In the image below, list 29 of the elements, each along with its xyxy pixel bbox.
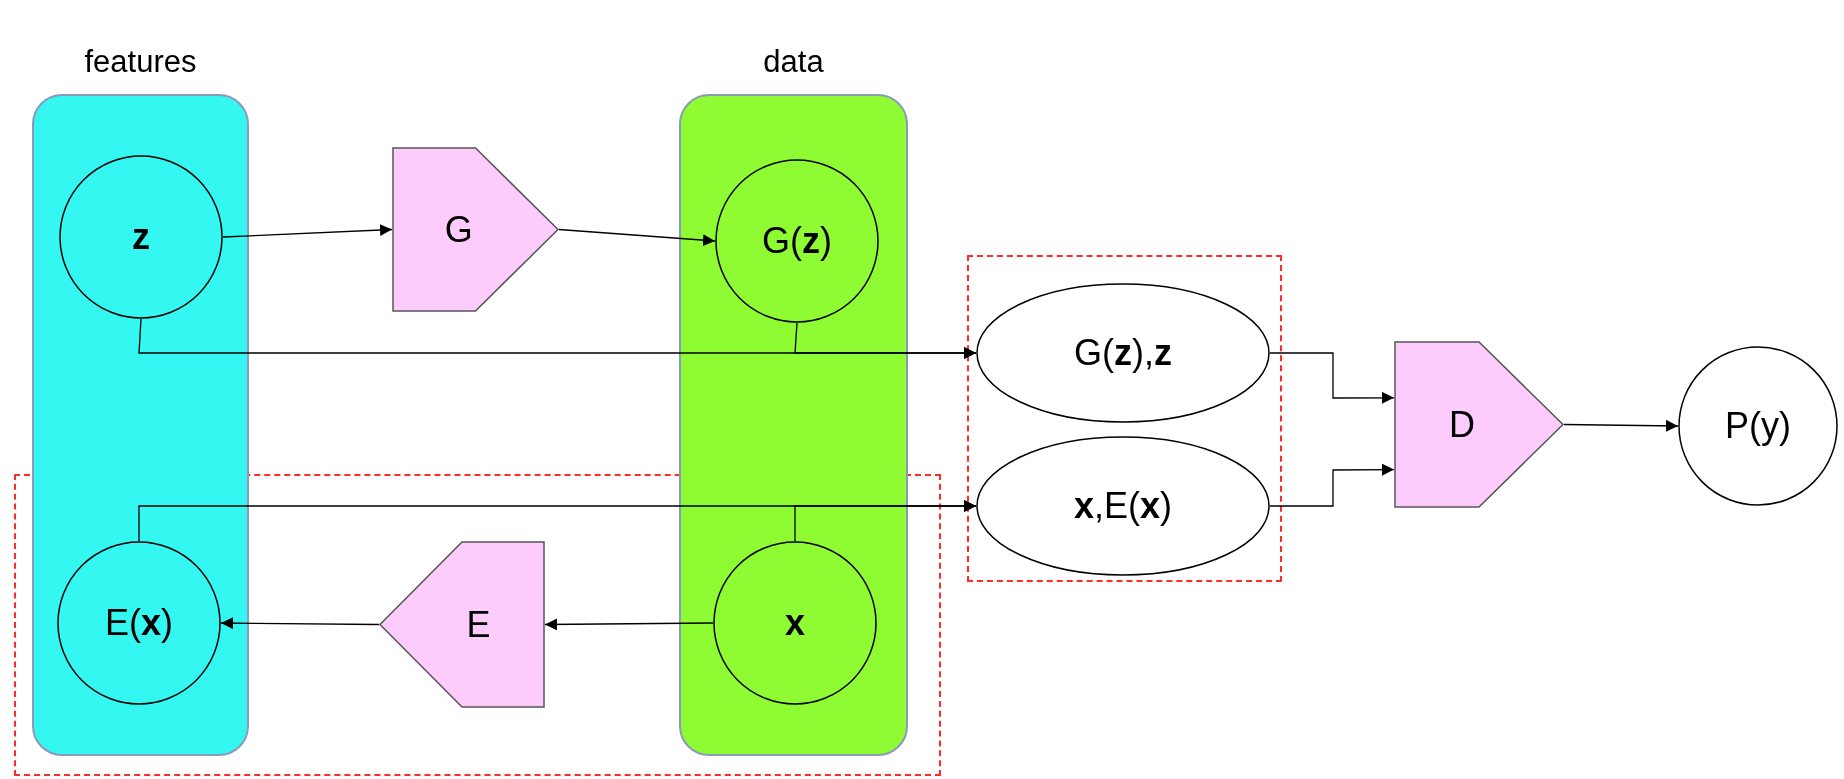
node-label: x: [784, 602, 806, 644]
arrow: [794, 322, 977, 359]
ellipse-node: [976, 436, 1270, 576]
ellipse-node: [976, 283, 1270, 423]
arrow: [138, 500, 977, 542]
arrow: [1563, 419, 1679, 432]
arrow: [222, 224, 393, 238]
pentagon-block: [1394, 341, 1564, 508]
node-label: z: [131, 216, 151, 258]
arrow: [1269, 463, 1395, 507]
circle-node: [59, 155, 223, 319]
arrow: [220, 617, 380, 630]
panel-heading: data: [762, 44, 825, 80]
node-label: E: [465, 603, 492, 646]
node-label: E(x): [104, 602, 174, 644]
node-label: G(z): [761, 220, 833, 262]
arrow: [544, 618, 714, 631]
arrow: [558, 228, 716, 247]
panel-heading: features: [83, 44, 198, 80]
circle-node: [1678, 346, 1838, 506]
node-label: G(z),z: [1073, 332, 1173, 374]
arrow: [1269, 352, 1395, 404]
node-label: D: [1448, 403, 1476, 446]
circle-node: [715, 159, 879, 323]
pentagon-block: [392, 147, 559, 312]
pentagon-block: [379, 541, 545, 708]
node-label: x,E(x): [1072, 485, 1174, 527]
node-label: G: [443, 208, 474, 251]
node-label: P(y): [1724, 405, 1792, 447]
